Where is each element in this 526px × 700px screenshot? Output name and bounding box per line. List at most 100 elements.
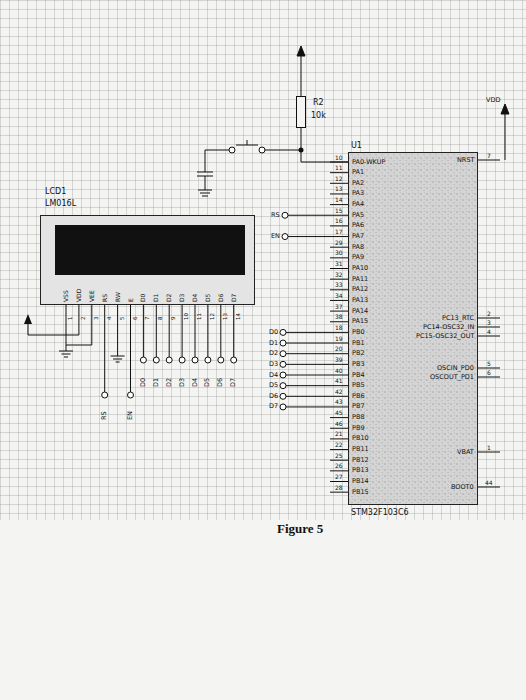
pin-label: OSCOUT_PD1 [430, 374, 474, 381]
pin-label: PA3 [352, 190, 364, 197]
resistor-symbol: R210k [296, 96, 306, 128]
pin-label: 21 [335, 431, 343, 437]
pin-label: 15 [335, 208, 343, 214]
pin-label: 3 [487, 320, 491, 326]
pin-line [207, 305, 208, 325]
lcd-pin-name: VDD [76, 289, 82, 302]
ground-symbol [59, 351, 73, 352]
pin-line [478, 160, 500, 161]
pin-line [330, 257, 348, 258]
pin-line [330, 375, 348, 376]
pin-label: 22 [335, 442, 343, 448]
ground-wire [117, 350, 118, 356]
pin-label: PA1 [352, 169, 364, 176]
lcd-pin-name: E [128, 298, 134, 302]
ground-symbol [62, 354, 71, 355]
pin-line [117, 305, 118, 325]
pin-label: PB15 [352, 489, 369, 496]
lcd-screen [55, 225, 245, 275]
net-label: D5 [204, 378, 211, 387]
lcd-pin-name: VEE [89, 290, 95, 302]
net-label: D1 [269, 340, 278, 347]
lcd-pin-name: D4 [192, 294, 198, 302]
pin-label: PA8 [352, 244, 364, 251]
pin-label: 14 [335, 197, 343, 203]
ground-symbol [111, 356, 125, 357]
lcd-pin-name: VSS [63, 290, 69, 302]
ground-symbol [116, 362, 120, 363]
pin-number: 14 [236, 313, 242, 320]
net-terminal [140, 357, 146, 363]
pin-line [478, 487, 500, 488]
net-terminal [280, 372, 286, 378]
net-terminal [231, 357, 237, 363]
wire [104, 325, 105, 392]
pin-line [330, 406, 348, 407]
pin-label: 13 [335, 186, 343, 192]
pin-line [478, 452, 500, 453]
wire [286, 353, 330, 354]
wire [233, 325, 234, 357]
net-terminal [280, 404, 286, 410]
pin-line [330, 396, 348, 397]
net-terminal [102, 392, 108, 398]
pin-line [233, 305, 234, 325]
pin-label: PA15 [352, 318, 368, 325]
pin-line [330, 481, 348, 482]
pin-label: PB2 [352, 350, 365, 357]
pin-label: 38 [335, 314, 343, 320]
pin-label: PA0-WKUP [352, 159, 385, 166]
net-label: EN [271, 233, 280, 240]
pin-number: 5 [120, 317, 126, 321]
net-label: D5 [269, 382, 278, 389]
pin-number: 1 [68, 317, 74, 321]
net-label: D2 [269, 350, 278, 357]
pin-number: 9 [171, 317, 177, 321]
net-terminal [280, 351, 286, 357]
pin-label: PA7 [352, 233, 364, 240]
net-label: D4 [192, 378, 199, 387]
pin-label: 32 [335, 272, 343, 278]
pin-line [330, 449, 348, 450]
pin-label: PB5 [352, 382, 365, 389]
pin-label: 34 [335, 293, 343, 299]
part-value: STM32F103C6 [351, 509, 409, 517]
pin-line [156, 305, 157, 325]
pin-label: PB7 [352, 403, 365, 410]
wire [286, 385, 330, 386]
net-label: D7 [269, 403, 278, 410]
pin-line [104, 305, 105, 325]
net-terminal [218, 357, 224, 363]
net-label: D0 [140, 378, 147, 387]
pin-label: VBAT [457, 449, 474, 456]
pin-line [330, 183, 348, 184]
pin-line [330, 343, 348, 344]
pin-label: 12 [335, 176, 343, 182]
pin-line [330, 193, 348, 194]
pin-label: PC14-OSC32_IN [423, 324, 474, 331]
net-label: D3 [269, 361, 278, 368]
pin-line [330, 321, 348, 322]
pin-label: PB0 [352, 329, 365, 336]
net-label: D3 [179, 378, 186, 387]
ground-wire [66, 345, 67, 351]
wire [207, 325, 208, 357]
net-label: D4 [269, 372, 278, 379]
wire-connector [301, 128, 348, 162]
lcd-pin-name: D1 [153, 294, 159, 302]
pin-line [330, 353, 348, 354]
pin-label: 42 [335, 389, 343, 395]
net-terminal [280, 361, 286, 367]
part-value: LM016L [45, 200, 76, 208]
pin-line [330, 225, 348, 226]
pin-label: PB6 [352, 393, 365, 400]
lcd-pin-name: D7 [231, 294, 237, 302]
wire [130, 325, 131, 392]
pin-line [330, 236, 348, 237]
pin-label: PB1 [352, 340, 365, 347]
wires [197, 46, 509, 196]
pin-line [330, 279, 348, 280]
lcd-body [40, 215, 255, 305]
wire [220, 325, 221, 357]
